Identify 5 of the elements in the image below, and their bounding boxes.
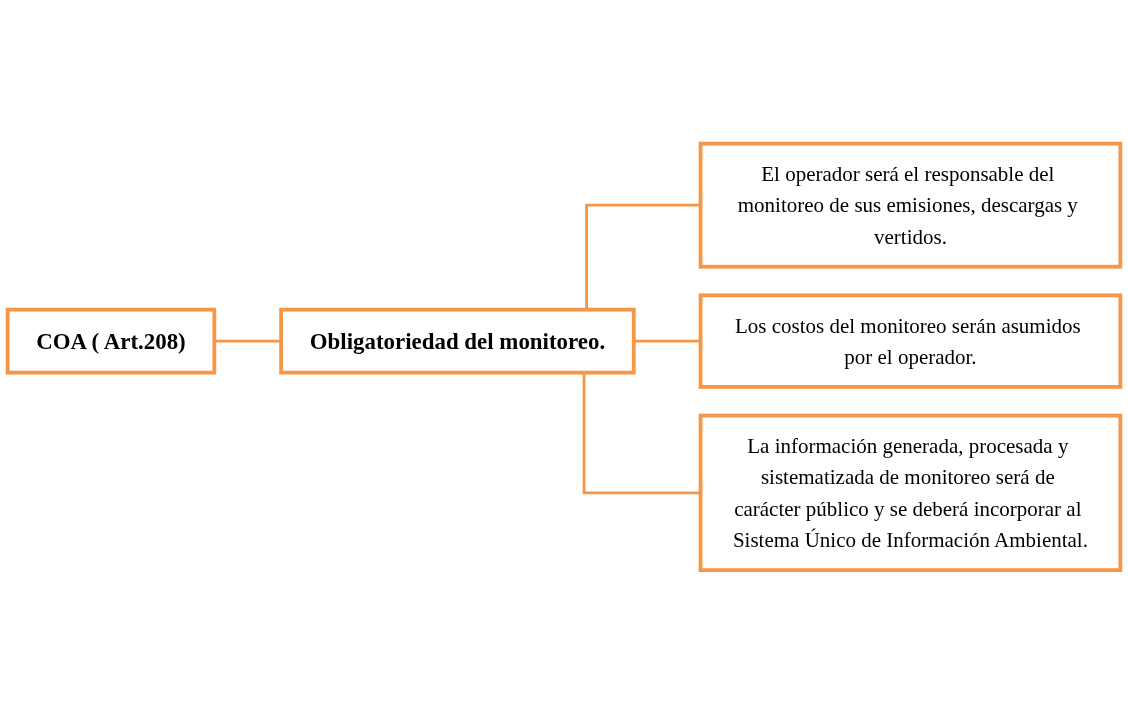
node-box: La información generada, procesada y sistematizada de monitoreo será de carácter público y se deberá incorporar al Sistema Único de Información Ambiental.	[698, 413, 1123, 572]
node-box: Obligatoriedad del monitoreo.	[279, 307, 636, 375]
node-box: COA ( Art.208)	[5, 307, 217, 375]
node-box: Los costos del monitoreo serán asumidos por el operador.	[698, 293, 1123, 389]
node-box: El operador será el responsable del monitoreo de sus emisiones, descargas y vertidos.	[698, 141, 1123, 269]
